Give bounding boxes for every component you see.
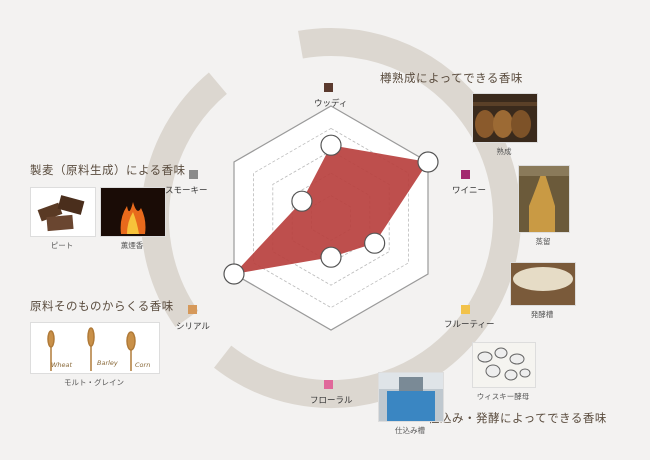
radar-point-floral (320, 246, 342, 268)
group-title-cask: 樽熟成によってできる香味 (380, 71, 523, 85)
axis-label-cereal: シリアル (176, 322, 210, 332)
cereal-swatch (188, 305, 197, 314)
smoke-photo (100, 187, 166, 237)
grain-word-wheat: Wheat (51, 361, 73, 369)
grid-ring-dash-4 (253, 127, 409, 309)
woody-swatch (324, 83, 333, 92)
radar-point-cereal (223, 263, 245, 285)
group-title-raw: 原料そのものからくる香味 (30, 299, 174, 313)
mash-photo (378, 372, 444, 422)
floral-swatch (324, 380, 333, 389)
grain-photo: Wheat Barley Corn (30, 322, 160, 374)
grain-word-barley: Barley (97, 359, 118, 367)
band-arc-right (214, 28, 521, 408)
peat-photo (30, 187, 96, 237)
radar-polygon-group (234, 145, 428, 274)
axis-label-floral: フローラル (310, 396, 353, 406)
axis-label-winey: ワイニー (452, 186, 487, 196)
ferment-tank-photo (510, 262, 576, 306)
radar-point-woody (320, 134, 342, 156)
grain-word-corn: Corn (135, 361, 151, 369)
distill-photo (518, 165, 570, 233)
radar-polygon (234, 145, 428, 274)
aging-caption: 熟成 (496, 147, 512, 156)
peat-caption: ピート (50, 241, 74, 250)
yeast-caption: ウィスキー酵母 (476, 392, 530, 401)
winey-swatch (461, 170, 470, 179)
smoky-swatch (189, 170, 198, 179)
mash-caption: 仕込み槽 (395, 426, 425, 435)
smoke-caption: 薫煙香 (120, 241, 144, 250)
radar-point-fruity (364, 232, 386, 254)
aging-photo (472, 93, 538, 143)
yeast-photo (472, 342, 536, 388)
distill-caption: 蒸留 (535, 237, 551, 246)
ferment-tank-caption: 発酵槽 (530, 310, 554, 319)
axis-label-smoky: スモーキー (165, 186, 208, 196)
axis-label-woody: ウッディ (314, 99, 348, 109)
radar-points (223, 134, 439, 285)
group-title-malting: 製麦（原料生成）による香味 (30, 163, 186, 177)
axis-label-fruity: フルーティー (444, 320, 495, 330)
grain-caption: モルト・グレイン (64, 378, 124, 387)
radar-point-winey (417, 151, 439, 173)
group-title-ferment: 仕込み・発酵によってできる香味 (428, 411, 607, 425)
fruity-swatch (461, 305, 470, 314)
radar-point-smoky (291, 190, 313, 212)
